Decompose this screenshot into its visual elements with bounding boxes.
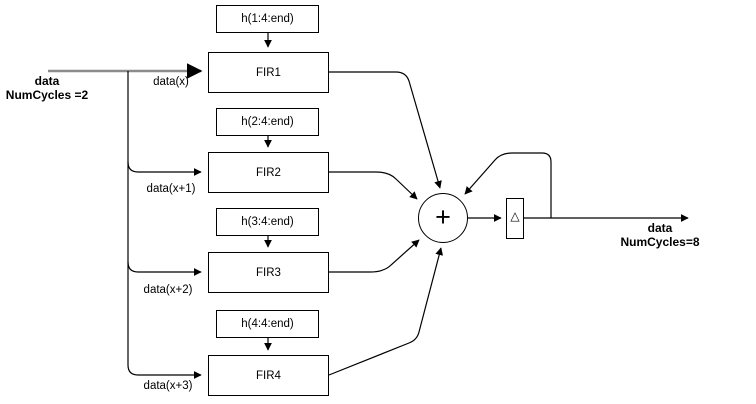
output-label: data NumCycles=8	[620, 221, 700, 249]
coeff-box-3: h(3:4:end)	[216, 208, 319, 236]
tap-label-3: data(x+2)	[143, 284, 193, 296]
sum-junction: +	[418, 193, 468, 243]
fir3-output-wire	[329, 239, 420, 273]
tap-label-4: data(x+3)	[143, 380, 193, 392]
input-bus-wire	[127, 71, 202, 379]
coeff-box-4: h(4:4:end)	[216, 310, 319, 338]
coeff-box-1: h(1:4:end)	[216, 5, 319, 33]
fir3-block: FIR3	[208, 252, 329, 293]
delay-triangle-icon: △	[510, 209, 520, 223]
tap-label-2: data(x+1)	[146, 183, 196, 195]
fir1-block: FIR1	[208, 52, 329, 93]
input-label: data NumCycles =2	[5, 74, 89, 102]
branch-fir2-wire	[127, 161, 202, 176]
fir4-block: FIR4	[208, 355, 329, 396]
fir2-output-wire	[329, 171, 418, 200]
fir1-output-wire	[329, 71, 442, 189]
plus-symbol: +	[435, 201, 451, 232]
feedback-wire	[464, 152, 552, 218]
branch-fir3-wire	[127, 261, 202, 276]
coeff-box-2: h(2:4:end)	[216, 108, 319, 136]
fir2-block: FIR2	[208, 152, 329, 193]
delay-block: △	[506, 198, 524, 239]
tap-label-1: data(x)	[153, 76, 189, 88]
fir4-output-wire	[328, 247, 443, 376]
